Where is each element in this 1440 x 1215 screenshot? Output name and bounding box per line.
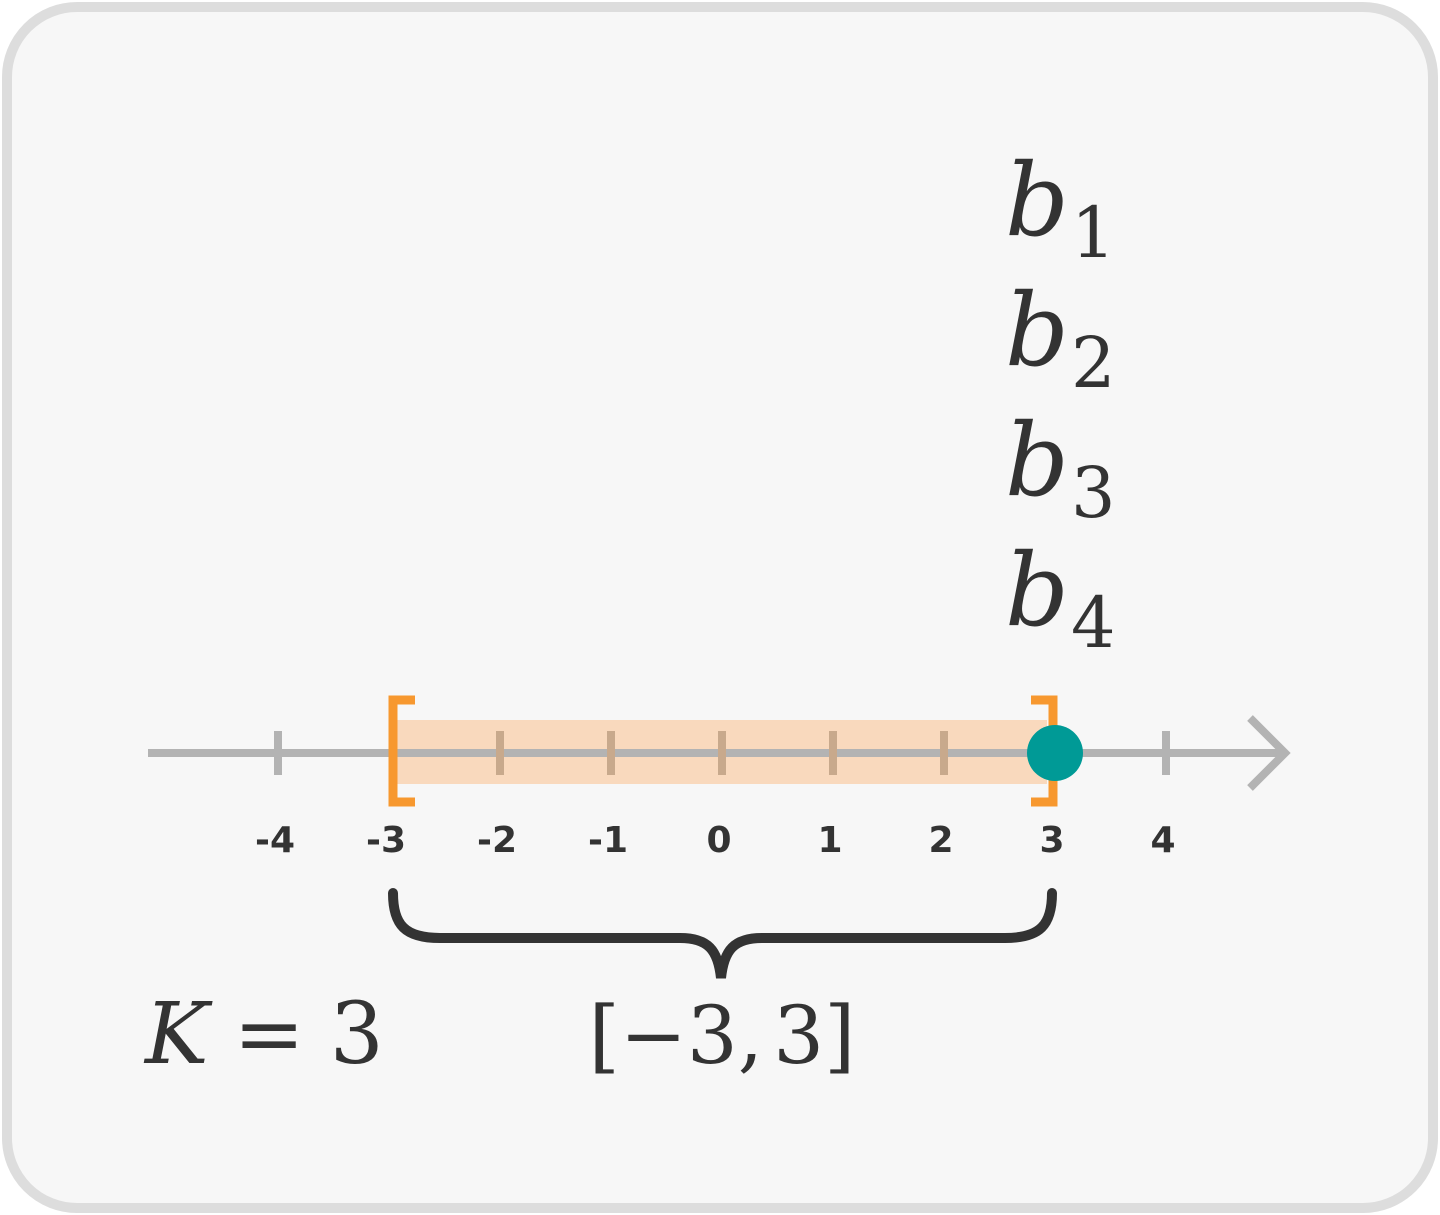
axis-tick-labels: -4 -3 -2 -1 0 1 2 3 4	[255, 820, 1176, 861]
interval-left-bracket	[388, 695, 415, 807]
stacked-b-labels: b1 b2 b3 b4	[1005, 142, 1116, 664]
point-marker	[1027, 725, 1083, 781]
interval-curly-brace	[388, 888, 1057, 979]
tick-label: 3	[1039, 820, 1064, 861]
b2-label: b2	[1005, 272, 1116, 404]
b1-label: b1	[1005, 142, 1116, 274]
b3-label: b3	[1005, 402, 1116, 534]
interval-label: [−3,3]	[589, 989, 856, 1082]
tick-label: 1	[817, 820, 842, 861]
tick-label: -2	[477, 820, 517, 861]
tick-label: 4	[1150, 820, 1175, 861]
tick-label: 2	[928, 820, 953, 861]
tick-label: -4	[255, 820, 295, 861]
tick-label: -3	[366, 820, 406, 861]
axis-arrowhead	[1247, 715, 1291, 791]
tick-label: -1	[588, 820, 628, 861]
tick-label: 0	[706, 820, 731, 861]
axis-ticks	[274, 731, 1170, 775]
k-equals-label: K=3	[143, 985, 384, 1084]
b4-label: b4	[1005, 532, 1116, 664]
